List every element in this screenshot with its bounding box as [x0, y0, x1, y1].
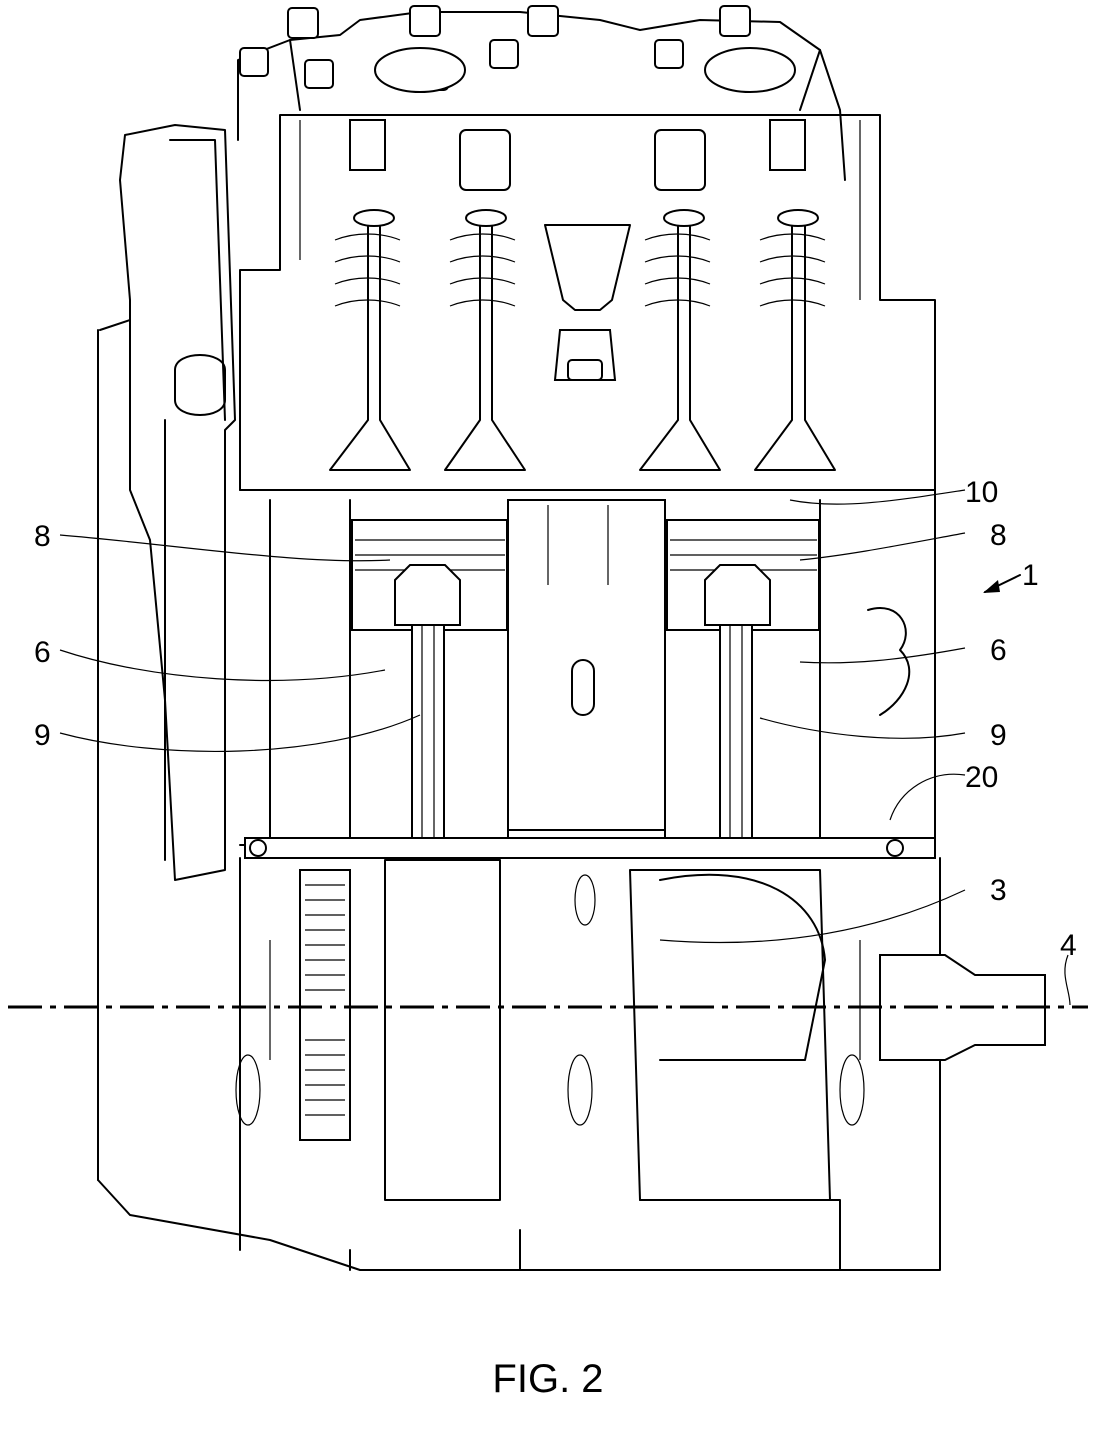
- piston-right: [666, 519, 820, 631]
- cylinder-block: [239, 489, 936, 846]
- label-engine: 1: [1022, 559, 1039, 592]
- label-conrod-right: 9: [990, 719, 1007, 752]
- figure-caption: FIG. 2: [492, 1357, 603, 1401]
- conrod-left: [411, 624, 445, 841]
- reference-numerals: 8 6 9 10 8 1 6 9 20 3 4: [34, 476, 1077, 962]
- crankcase: [97, 857, 1046, 1271]
- label-crankshaft: 3: [990, 874, 1007, 907]
- label-piston-left: 8: [34, 520, 51, 553]
- valve-right-inner: [639, 209, 721, 471]
- valve-left-inner: [444, 209, 526, 471]
- conrod-right: [719, 624, 753, 841]
- timing-chain-case: [97, 124, 236, 1181]
- leader-lines: [59, 489, 1071, 1006]
- label-cylinder-left: 6: [34, 636, 51, 669]
- piston-left: [351, 519, 508, 631]
- label-crank-axis: 4: [1060, 929, 1077, 962]
- label-cylinder-right: 6: [990, 634, 1007, 667]
- cam-cover-bolts: [239, 5, 759, 91]
- balance-shaft: [244, 837, 936, 859]
- cylinder-head-assembly: [237, 5, 936, 491]
- label-piston-right: 8: [990, 519, 1007, 552]
- label-cylinder-head: 10: [965, 476, 998, 509]
- valve-left-outer: [329, 209, 411, 471]
- label-conrod-left: 9: [34, 719, 51, 752]
- label-balance-shaft: 20: [965, 761, 998, 794]
- valve-right-outer: [754, 209, 836, 471]
